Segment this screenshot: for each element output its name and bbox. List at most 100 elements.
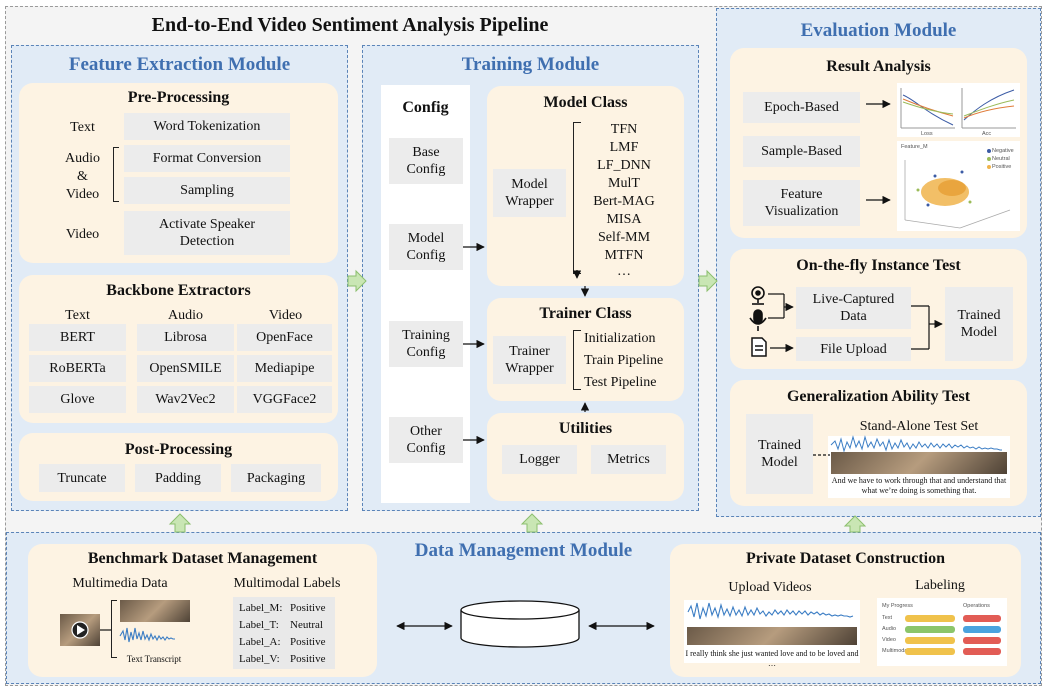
mysql-db-label: MySQL DB	[483, 620, 557, 636]
legend-negative: Negative	[992, 148, 1014, 154]
progress-bar-video	[905, 637, 955, 644]
model-misa: MISA	[606, 212, 642, 227]
labels-box	[233, 597, 335, 669]
model-ellipsis: …	[617, 264, 631, 279]
backbone-bert: BERT	[29, 324, 126, 351]
model-mult: MulT	[608, 176, 640, 191]
pipeline-title: End-to-End Video Sentiment Analysis Pipe…	[151, 14, 549, 36]
result-sample-based: Sample-Based	[743, 136, 860, 167]
legend-positive: Positive	[992, 164, 1012, 170]
training-module-title: Training Module	[461, 54, 600, 75]
preprocessing-label-text: Text	[70, 120, 95, 135]
operations-label: Operations	[963, 603, 990, 609]
trainer-train-pipeline: Train Pipeline	[584, 353, 664, 368]
my-progress-label: My Progress	[882, 603, 913, 609]
backbone-col-video: Video	[268, 308, 303, 323]
backbone-col-audio: Audio	[168, 308, 203, 323]
step-sampling: Sampling	[124, 177, 290, 204]
backbone-openface: OpenFace	[237, 324, 332, 351]
step-format-conversion: Format Conversion	[124, 145, 290, 172]
file-upload: File Upload	[796, 337, 911, 361]
multimedia-data-label: Multimedia Data	[72, 576, 168, 591]
progress-bar-audio	[905, 626, 955, 633]
progress-row-audio: Audio	[882, 626, 897, 632]
post-truncate: Truncate	[39, 464, 125, 492]
stand-alone-test-set-title: Stand-Alone Test Set	[859, 419, 979, 434]
benchmark-bracket	[111, 600, 117, 658]
config-other: Other Config	[389, 417, 463, 463]
trainer-class-title: Trainer Class	[539, 305, 632, 322]
operation-button-text[interactable]	[963, 615, 1001, 622]
benchmark-title: Benchmark Dataset Management	[87, 550, 318, 567]
audio-video-bracket	[113, 147, 119, 202]
progress-row-video: Video	[882, 637, 896, 643]
config-model: Model Config	[389, 224, 463, 270]
utility-metrics: Metrics	[591, 445, 666, 474]
config-title: Config	[402, 99, 449, 116]
result-epoch-based: Epoch-Based	[743, 92, 860, 123]
backbone-title: Backbone Extractors	[106, 282, 251, 299]
acc-plot-label: Acc	[982, 131, 992, 137]
feature-module-title: Feature Extraction Module	[68, 54, 291, 75]
backbone-glove: Glove	[29, 386, 126, 413]
preprocessing-label-video: Video	[65, 227, 100, 242]
generalization-title: Generalization Ability Test	[786, 388, 971, 405]
operation-button-audio[interactable]	[963, 626, 1001, 633]
config-training: Training Config	[389, 321, 463, 367]
model-lf-dnn: LF_DNN	[597, 158, 651, 173]
test-set-video-strip	[831, 452, 1007, 474]
backbone-roberta: RoBERTa	[29, 355, 126, 382]
model-lmf: LMF	[609, 140, 639, 155]
live-captured-data: Live-Captured Data	[796, 287, 911, 329]
label-v-value: Positive	[290, 653, 326, 665]
operation-button-video[interactable]	[963, 637, 1001, 644]
trainer-list-bracket	[573, 330, 581, 390]
evaluation-module-title: Evaluation Module	[800, 20, 957, 41]
preprocessing-title: Pre-Processing	[127, 89, 230, 106]
model-wrapper: Model Wrapper	[493, 169, 566, 217]
upload-video-caption: I really think she just wanted love and …	[685, 649, 859, 668]
postprocessing-title: Post-Processing	[124, 441, 233, 458]
label-t-key: Label_T:	[239, 619, 279, 631]
progress-bar-text	[905, 615, 955, 622]
feature-plot-label: Feature_M	[901, 144, 928, 150]
upload-videos-label: Upload Videos	[728, 580, 812, 595]
trainer-wrapper: Trainer Wrapper	[493, 336, 566, 384]
label-a-key: Label_A:	[239, 636, 281, 648]
model-bert-mag: Bert-MAG	[593, 194, 655, 209]
private-dataset-title: Private Dataset Construction	[745, 550, 946, 567]
backbone-librosa: Librosa	[137, 324, 234, 351]
utility-logger: Logger	[502, 445, 577, 474]
result-feature-visualization: Feature Visualization	[743, 180, 860, 226]
result-analysis-title: Result Analysis	[826, 58, 931, 75]
label-v-key: Label_V:	[239, 653, 280, 665]
backbone-vggface2: VGGFace2	[237, 386, 332, 413]
legend-neutral: Neutral	[992, 156, 1010, 162]
multimodal-labels-label: Multimodal Labels	[233, 576, 341, 591]
label-t-value: Neutral	[290, 619, 323, 631]
text-transcript-label: Text Transcript	[126, 654, 182, 664]
model-list-bracket	[573, 122, 581, 274]
loss-plot-label: Loss	[921, 131, 933, 137]
epoch-plot-thumbnail	[897, 83, 1020, 137]
model-self-mm: Self-MM	[597, 230, 651, 245]
post-padding: Padding	[135, 464, 221, 492]
label-m-key: Label_M:	[239, 602, 283, 614]
backbone-mediapipe: Mediapipe	[237, 355, 332, 382]
generalization-trained-model: Trained Model	[746, 414, 813, 494]
progress-bar-multimodal	[905, 648, 955, 655]
model-class-title: Model Class	[543, 94, 628, 111]
progress-row-multimodal: Multimodal	[882, 648, 909, 654]
benchmark-video-thumb	[60, 614, 100, 646]
feature-plot-thumbnail	[897, 141, 1020, 231]
benchmark-face-strip	[120, 600, 190, 622]
label-m-value: Positive	[290, 602, 326, 614]
backbone-wav2vec2: Wav2Vec2	[137, 386, 234, 413]
backbone-opensmile: OpenSMILE	[137, 355, 234, 382]
upload-video-strip	[687, 627, 857, 645]
model-mtfn: MTFN	[604, 248, 644, 263]
config-base: Base Config	[389, 138, 463, 184]
data-module-title: Data Management Module	[414, 540, 633, 561]
operation-button-multimodal[interactable]	[963, 648, 1001, 655]
step-active-speaker-detection: Activate Speaker Detection	[124, 211, 290, 255]
